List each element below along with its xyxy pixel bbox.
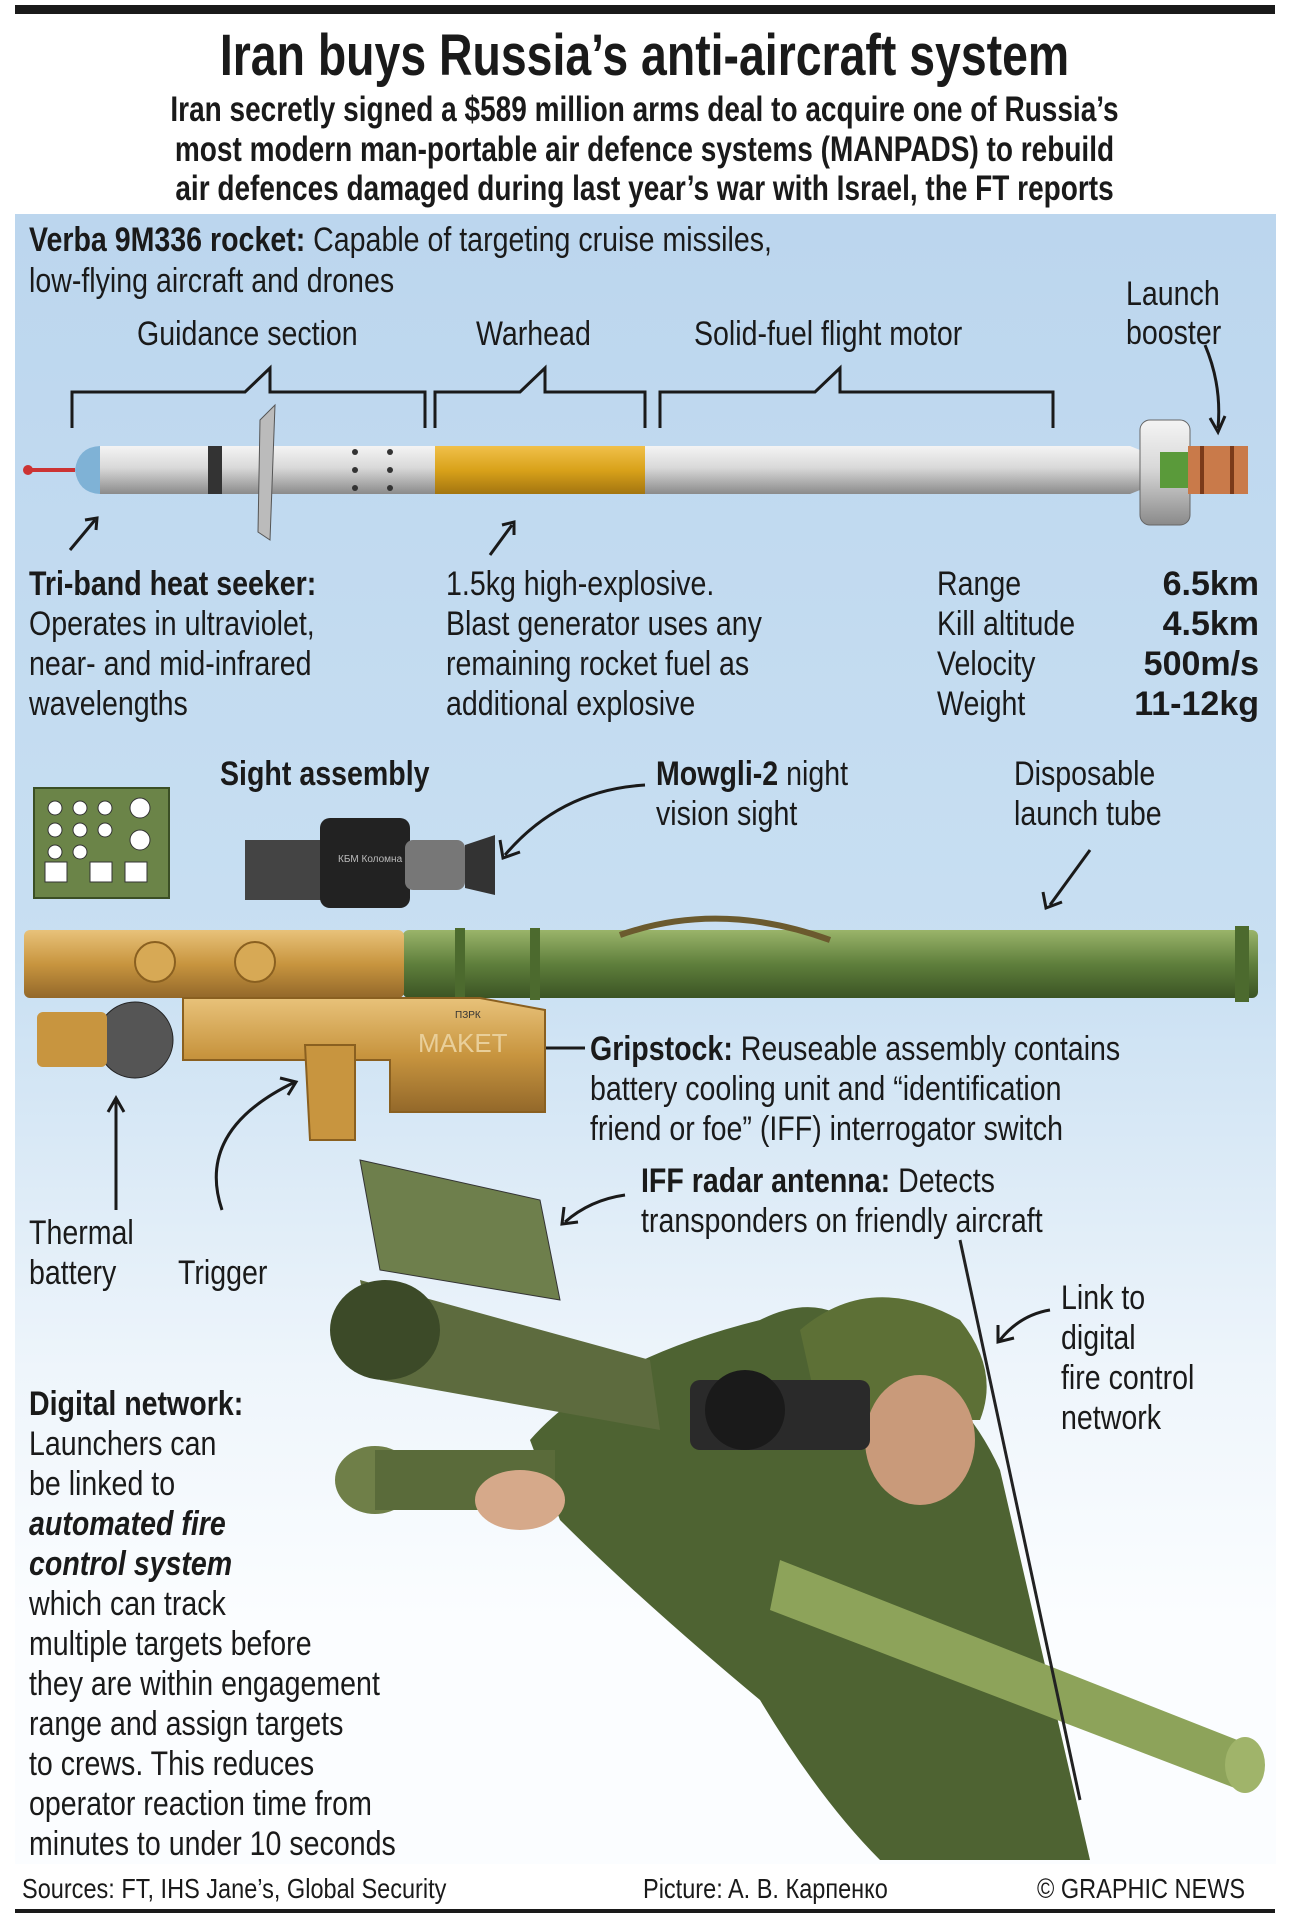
spec-label: Range [937, 565, 1022, 603]
spec-row: Range 6.5km [937, 564, 1259, 604]
mowgli-text: night [786, 755, 849, 793]
spec-row: Kill altitude 4.5km [937, 604, 1259, 644]
rocket-desc: Verba 9M336 rocket: Capable of targeting… [29, 220, 772, 260]
network-line: operator reaction time from [29, 1785, 372, 1823]
footer-credit: © GRAPHIC NEWS [1037, 1873, 1246, 1904]
link-line: fire control [1061, 1359, 1195, 1397]
spec-row: Weight 11-12kg [937, 684, 1259, 724]
maket-mark: MAKET [418, 1028, 508, 1058]
network-callout: Digital network: Launchers can be linked… [29, 1384, 396, 1864]
gripstock-title: Gripstock: [590, 1030, 733, 1068]
label-booster-2: booster [1126, 314, 1222, 352]
label-sight: Sight assembly [220, 755, 430, 793]
label-tube-1: Disposable [1014, 755, 1156, 793]
seeker-line: wavelengths [29, 685, 188, 723]
gripstock-mark: ПЗРК [455, 1010, 481, 1021]
gripstock-callout: Gripstock: Reuseable assembly contains b… [590, 1029, 1120, 1149]
spec-value: 6.5km [1162, 565, 1259, 603]
page-title: Iran buys Russia’s anti-aircraft system [219, 23, 1070, 88]
network-line: they are within engagement [29, 1665, 380, 1703]
iff-line: Detects [898, 1162, 995, 1200]
label-battery-1: Thermal [29, 1214, 134, 1252]
rocket-diagram [23, 403, 1248, 541]
warhead-line: Blast generator uses any [446, 605, 762, 643]
warhead-line: additional explosive [446, 685, 696, 723]
label-tube-2: launch tube [1014, 795, 1162, 833]
label-booster-1: Launch [1126, 275, 1220, 313]
network-line: which can track [29, 1585, 226, 1623]
bottom-rule [15, 1909, 1275, 1913]
iff-line: transponders on friendly aircraft [641, 1202, 1043, 1240]
spec-value: 4.5km [1162, 605, 1259, 643]
spec-value: 500m/s [1143, 645, 1259, 683]
label-motor: Solid-fuel flight motor [694, 315, 963, 353]
warhead-line: 1.5kg high-explosive. [446, 565, 715, 603]
mowgli-name: Mowgli-2 [656, 755, 779, 793]
gripstock-line: Reuseable assembly contains [740, 1030, 1121, 1068]
network-emphasis: control system [29, 1545, 233, 1583]
warhead-line: remaining rocket fuel as [446, 645, 750, 683]
rocket-name: Verba 9M336 rocket: [29, 221, 306, 259]
network-line: range and assign targets [29, 1705, 344, 1743]
spec-row: Velocity 500m/s [937, 644, 1259, 684]
seeker-callout: Tri-band heat seeker: Operates in ultrav… [29, 564, 316, 724]
subtitle-line: Iran secretly signed a $589 million arms… [170, 90, 1119, 129]
link-callout: Link to digital fire control network [1061, 1278, 1194, 1438]
label-trigger: Trigger [178, 1254, 268, 1292]
soldier-photo [330, 1159, 1265, 1860]
booster-arrow [1203, 344, 1221, 429]
seeker-line: Operates in ultraviolet, [29, 605, 315, 643]
network-title: Digital network: [29, 1385, 244, 1423]
label-guidance: Guidance section [137, 315, 358, 353]
label-mowgli-2: vision sight [656, 795, 798, 833]
specs-table: Range 6.5km Kill altitude 4.5km Velocity 50… [937, 564, 1259, 724]
section-brackets [70, 364, 1055, 428]
sight-mark: КБМ Коломна [338, 854, 403, 865]
warhead-callout: 1.5kg high-explosive. Blast generator us… [446, 564, 762, 724]
spec-label: Velocity [937, 645, 1036, 683]
label-mowgli: Mowgli-2 night [656, 754, 848, 794]
link-line: digital [1061, 1319, 1136, 1357]
gripstock-line: battery cooling unit and “identification [590, 1070, 1062, 1108]
network-line: Launchers can [29, 1425, 217, 1463]
spec-value: 11-12kg [1134, 685, 1259, 723]
spec-label: Weight [937, 685, 1026, 723]
network-line: minutes to under 10 seconds [29, 1825, 396, 1863]
iff-title: IFF radar antenna: [641, 1162, 891, 1200]
network-line: to crews. This reduces [29, 1745, 315, 1783]
rocket-desc-1: Capable of targeting cruise missiles, [313, 221, 772, 259]
launcher-diagram: MAKET ПЗРК КБМ Коломна [24, 787, 1258, 1141]
top-rule [15, 5, 1275, 14]
rocket-desc-2: low-flying aircraft and drones [29, 262, 395, 300]
label-warhead: Warhead [476, 315, 591, 353]
seeker-line: near- and mid-infrared [29, 645, 312, 683]
gripstock-line: friend or foe” (IFF) interrogator switch [590, 1110, 1063, 1148]
network-line: be linked to [29, 1465, 176, 1503]
link-line: network [1061, 1399, 1162, 1437]
footer-picture: Picture: A. B. Карпенко [643, 1873, 888, 1904]
link-line: Link to [1061, 1279, 1146, 1317]
footer-sources: Sources: FT, IHS Jane’s, Global Security [22, 1873, 447, 1904]
iff-callout: IFF radar antenna: Detects transponders … [641, 1161, 1043, 1241]
seeker-title: Tri-band heat seeker: [29, 565, 317, 603]
network-emphasis: automated fire [29, 1505, 226, 1543]
subtitle-line: air defences damaged during last year’s … [175, 169, 1114, 208]
spec-label: Kill altitude [937, 605, 1076, 643]
subtitle-line: most modern man-portable air defence sys… [174, 130, 1115, 169]
network-line: multiple targets before [29, 1625, 312, 1663]
label-battery-2: battery [29, 1254, 117, 1292]
